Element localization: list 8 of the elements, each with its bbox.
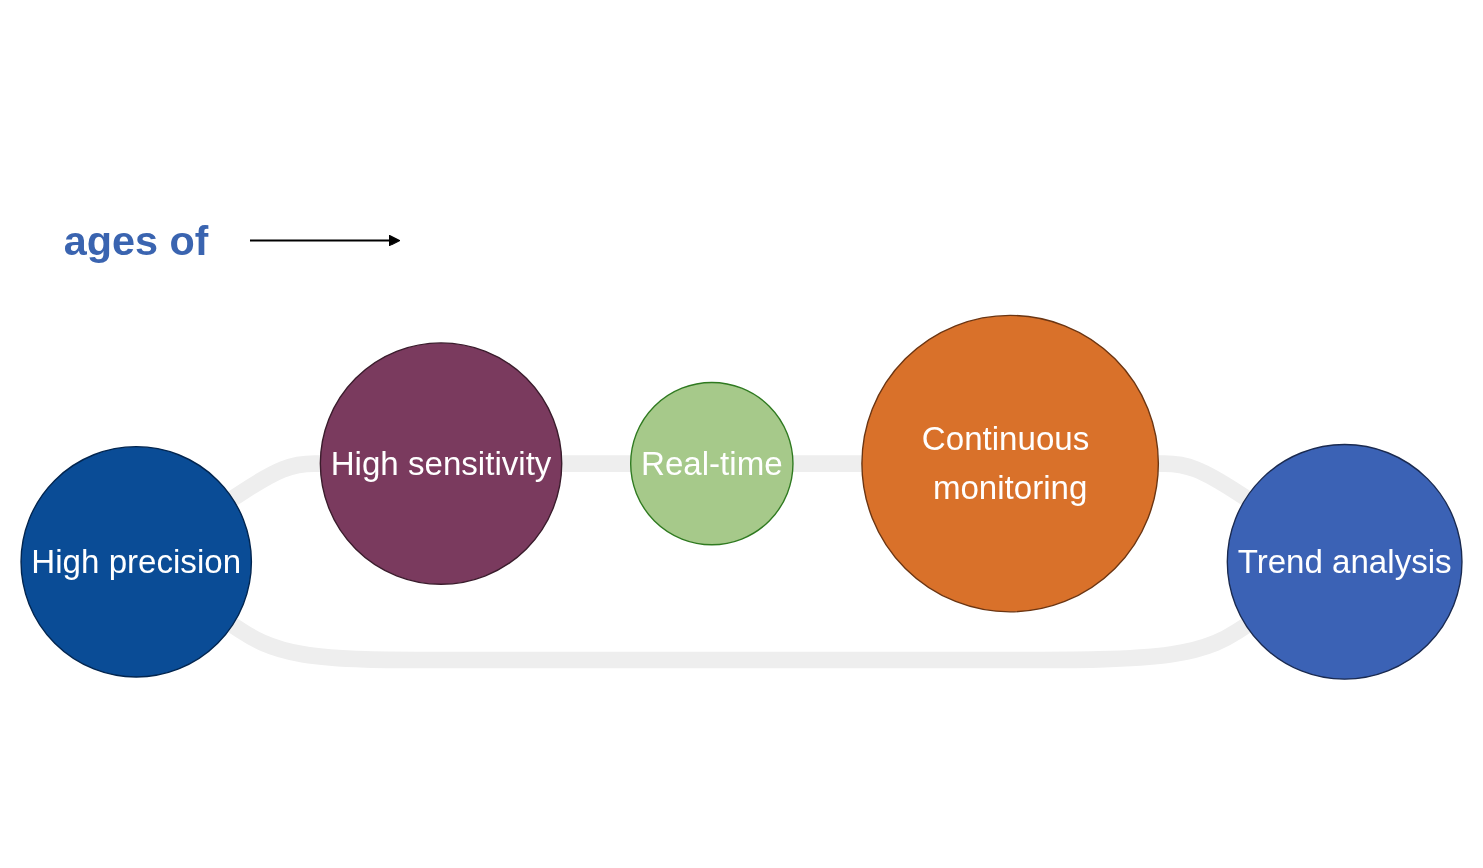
feature-circle: High precision [20,445,253,678]
feature-circle: Continuous monitoring [861,314,1160,613]
leader-line [250,234,401,247]
feature-circle: High sensitivity [319,342,563,585]
feature-circle: Real-time [630,381,794,546]
feature-circle: Trend analysis [1226,443,1463,680]
title-text: ages of [63,217,209,264]
ring-band [227,618,1251,669]
